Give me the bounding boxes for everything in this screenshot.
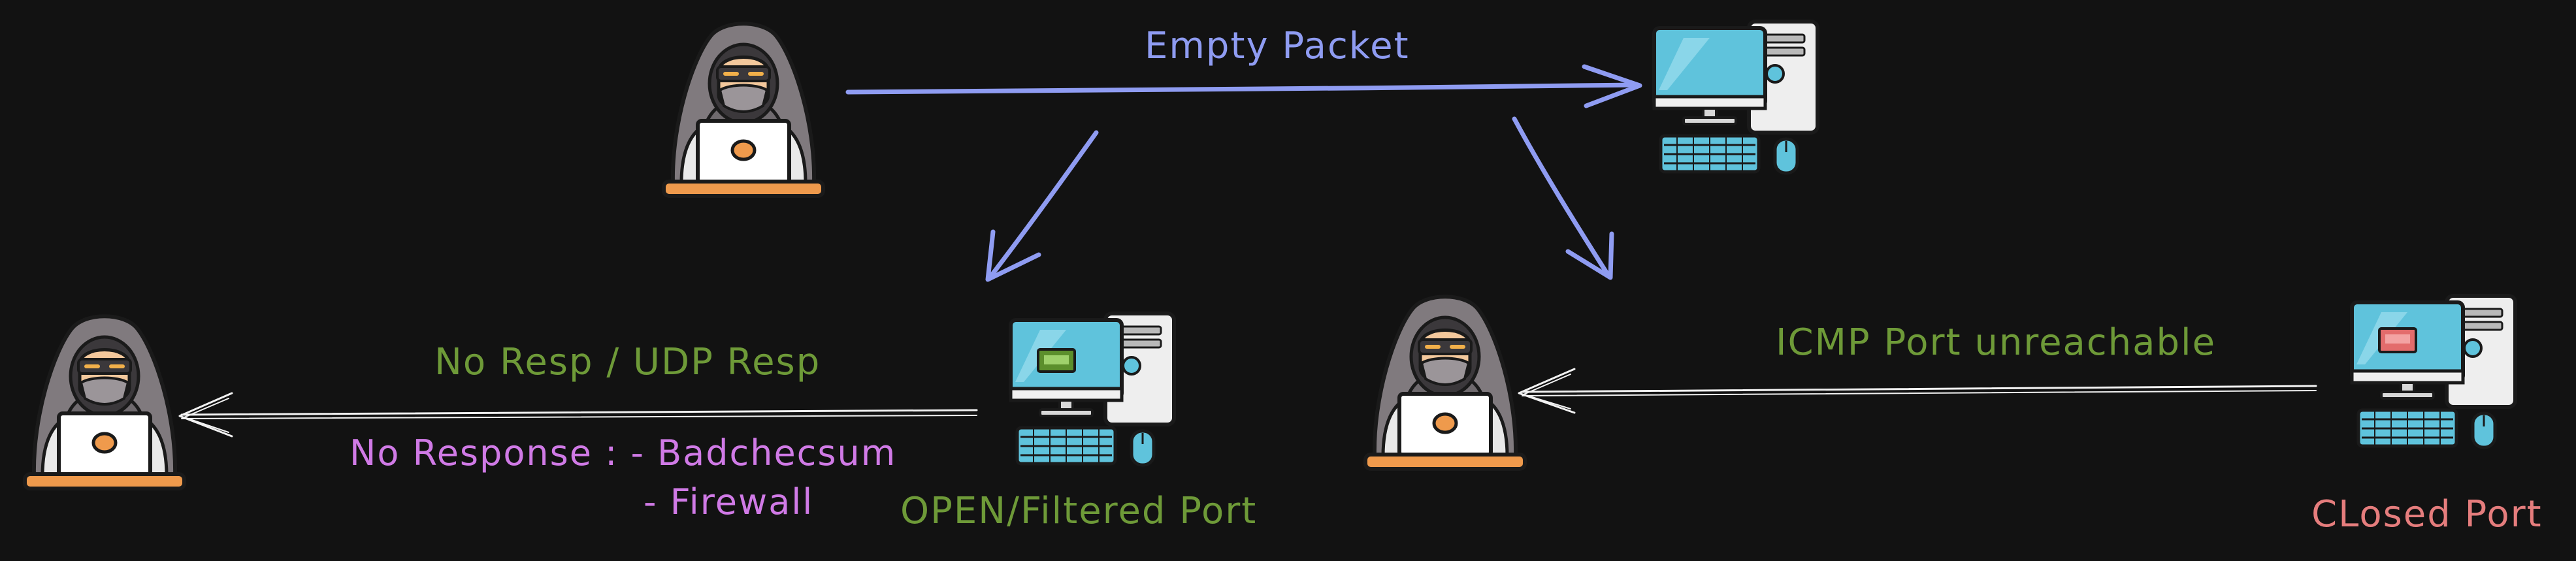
- target-open-computer-icon: [1011, 313, 1174, 465]
- target-closed-computer-icon: [2352, 296, 2515, 447]
- empty-packet-arrow: [845, 64, 1642, 108]
- firewall-label: - Firewall: [644, 481, 814, 522]
- attacker-to-open-arrow: [985, 130, 1099, 282]
- no-response-badchecksum-label: No Response : - Badchecsum: [350, 432, 897, 473]
- open-filtered-port-label: OPEN/Filtered Port: [900, 490, 1258, 532]
- udp-response-arrow: [178, 392, 978, 438]
- target-to-middle-arrow: [1512, 116, 1614, 280]
- icmp-unreachable-label: ICMP Port unreachable: [1776, 321, 2217, 364]
- no-resp-udp-label: No Resp / UDP Resp: [434, 341, 821, 383]
- icmp-response-arrow: [1518, 368, 2317, 414]
- attacker-middle-hacker-icon: [1365, 297, 1525, 469]
- empty-packet-label: Empty Packet: [1145, 25, 1410, 67]
- target-top-computer-icon: [1654, 22, 1818, 173]
- attacker-top-hacker-icon: [664, 24, 823, 196]
- attacker-left-hacker-icon: [25, 316, 184, 489]
- closed-port-label: CLosed Port: [2311, 493, 2543, 536]
